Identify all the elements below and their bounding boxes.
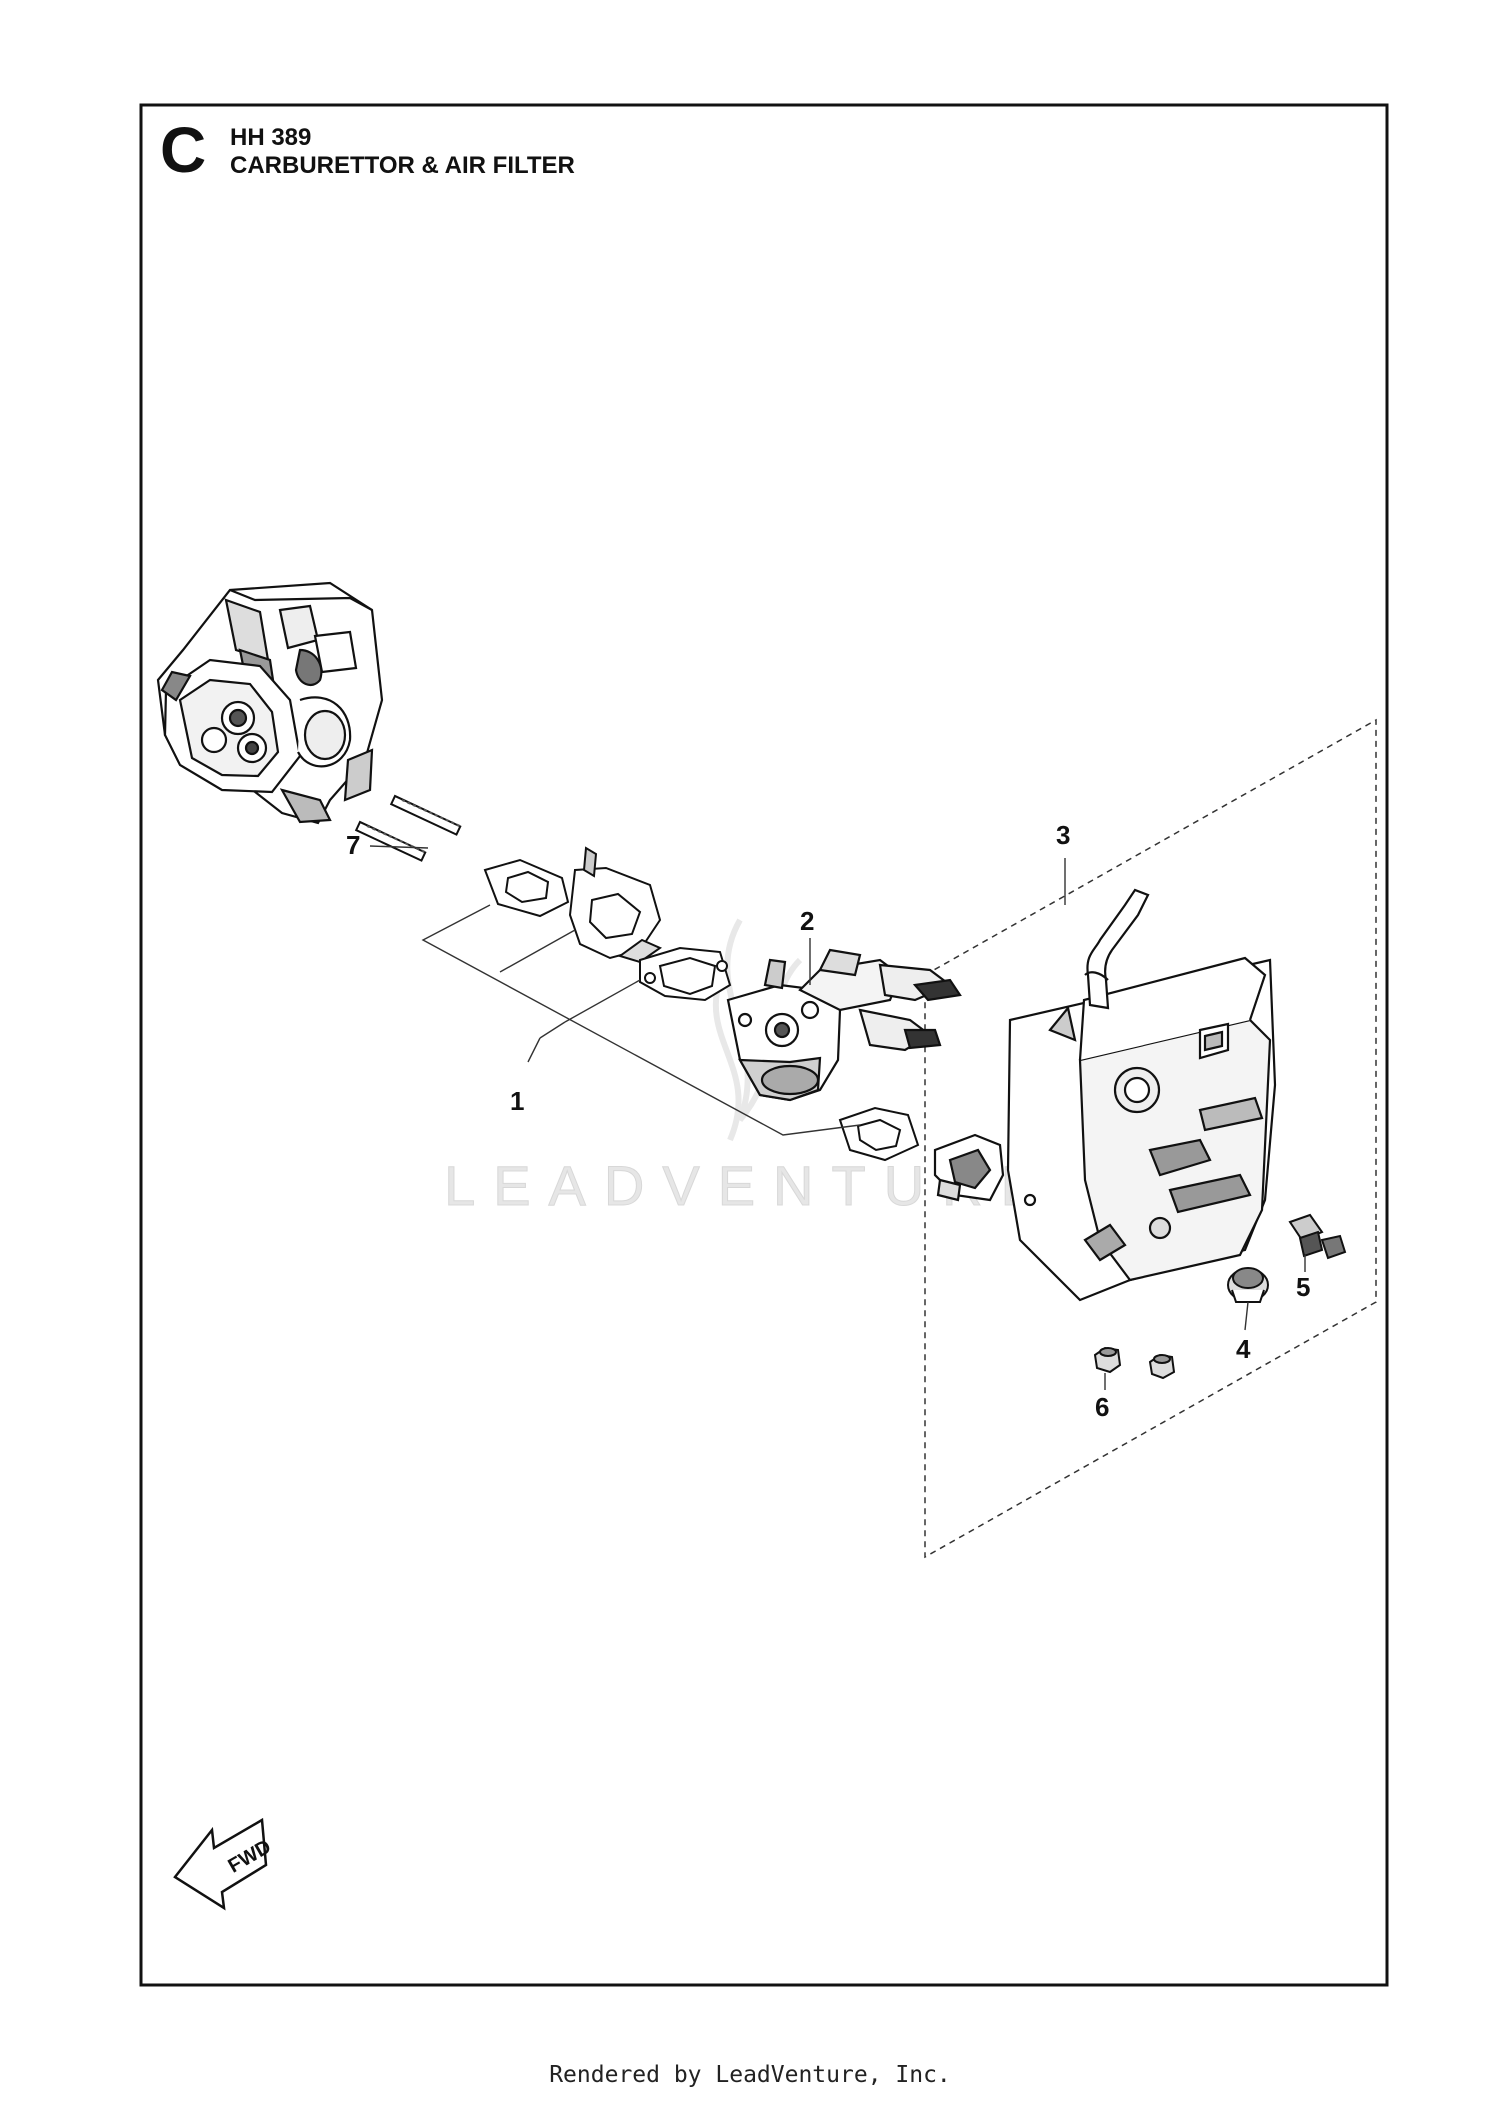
stud-bolts-illustration — [354, 794, 462, 862]
callout-6[interactable]: 6 — [1095, 1392, 1110, 1422]
diagram-title: CARBURETTOR & AIR FILTER — [230, 152, 575, 179]
carburettor-illustration — [726, 948, 962, 1102]
callout-2[interactable]: 2 — [800, 906, 815, 936]
cylinder-head-illustration — [156, 581, 384, 825]
callout-leader-lines — [369, 845, 1306, 1390]
callout-7[interactable]: 7 — [346, 830, 361, 860]
callout-3[interactable]: 3 — [1056, 820, 1071, 850]
nut-illustration — [1093, 1346, 1176, 1380]
callout-5[interactable]: 5 — [1296, 1272, 1311, 1302]
diagram-frame — [139, 103, 1389, 1987]
gasket-set-illustration — [483, 846, 920, 1162]
air-filter-housing-illustration — [1006, 888, 1277, 1302]
footer-credit: Rendered by LeadVenture, Inc. — [549, 2062, 951, 2088]
callout-1[interactable]: 1 — [510, 1086, 525, 1116]
section-letter: C — [160, 114, 207, 186]
clip-illustration — [1288, 1213, 1347, 1260]
callout-4[interactable]: 4 — [1236, 1334, 1251, 1364]
air-filter-assembly-boundary — [924, 718, 1377, 1559]
item-1-leader-lines — [421, 904, 861, 1136]
forward-direction-arrow: FWD — [173, 1817, 275, 1911]
knob-nut-illustration — [1227, 1267, 1269, 1303]
housing-clip-illustration — [933, 1133, 1005, 1202]
model-number: HH 389 — [230, 124, 312, 151]
